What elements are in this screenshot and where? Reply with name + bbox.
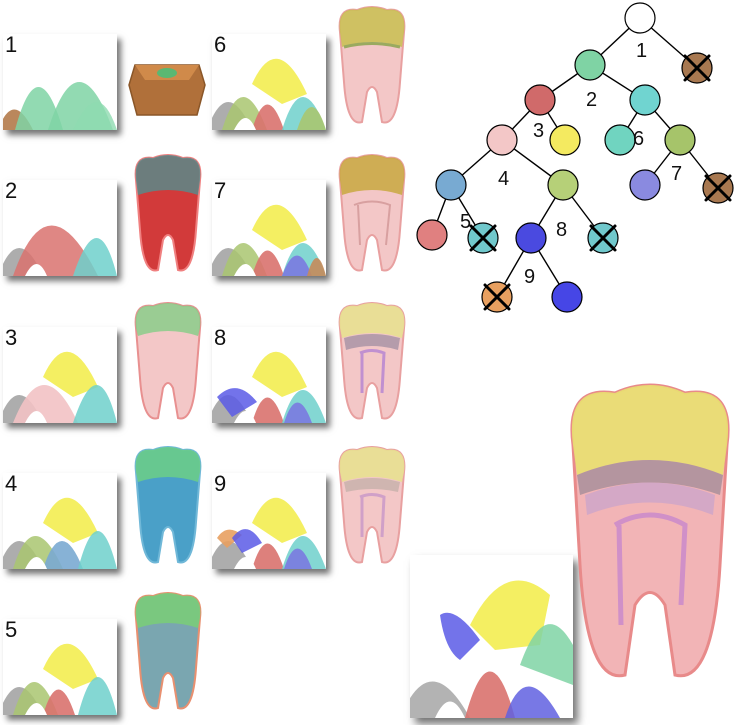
tree-node [551,281,583,313]
classification-tree: 1 2 3 4 5 6 7 8 9 [416,2,734,313]
panel-number: 7 [214,178,227,203]
tree-label: 1 [636,40,647,62]
tree-label: 2 [586,89,597,111]
panel-number: 3 [5,325,18,350]
tooth-render-2 [134,154,202,272]
panel-number: 8 [214,325,227,350]
tree-node [629,169,661,201]
tooth-render-3 [134,302,202,420]
tooth-render-5 [134,592,202,710]
tree-label: 6 [633,128,644,150]
tree-node [547,169,579,201]
tree-node [629,84,661,116]
panel-number: 6 [214,32,227,57]
tree-label: 9 [524,266,535,288]
tree-label: 7 [671,163,682,185]
pruned-marks [469,54,732,311]
tree-node [624,2,656,34]
tree-node [574,49,606,81]
tooth-render-6 [338,6,406,124]
panel-number: 1 [5,32,18,57]
volume-box-render [128,64,206,116]
tree-label: 8 [556,219,567,241]
tooth-render-9 [338,446,406,564]
tree-node [524,84,556,116]
tooth-render-4 [134,446,202,564]
final-histogram [410,555,573,718]
tree-node [549,124,581,156]
panel-number: 5 [5,617,18,642]
tree-node [604,124,636,156]
panel-number: 2 [5,178,18,203]
tree-node [515,222,547,254]
final-tooth-render [570,383,730,678]
tooth-render-8 [338,302,406,420]
panel-number: 4 [5,471,18,496]
tree-node [416,219,448,251]
tree-label: 3 [533,120,544,142]
tree-label: 5 [460,211,471,233]
tree-node [435,169,467,201]
tree-node [486,124,518,156]
panel-number: 9 [214,471,227,496]
tooth-render-7 [338,154,406,272]
tree-node [664,124,696,156]
tree-label: 4 [498,168,509,190]
